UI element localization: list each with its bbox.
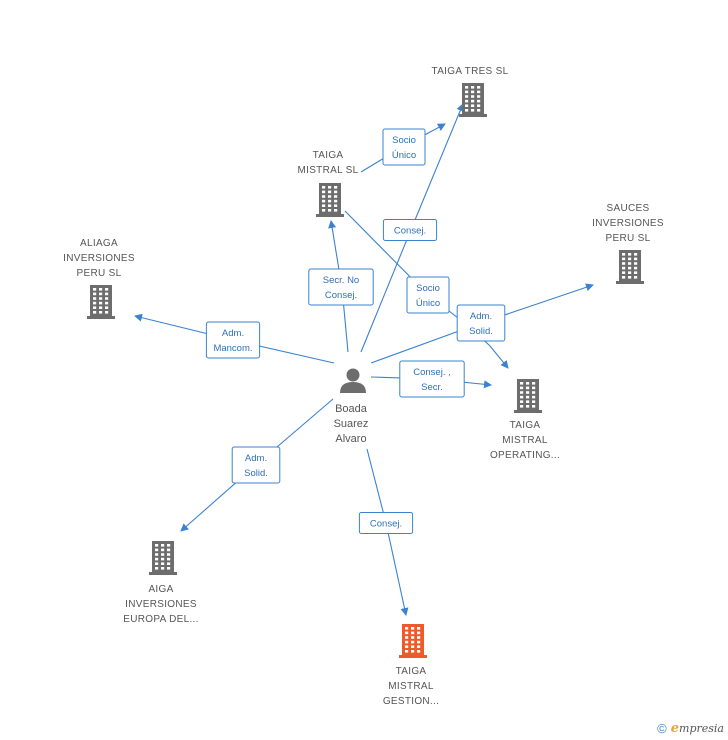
relation-text: Socio	[416, 283, 440, 294]
relation-box	[308, 268, 374, 306]
company-name-line: OPERATING...	[490, 450, 560, 461]
building-icon	[616, 250, 644, 284]
company-name-line: TAIGA	[313, 150, 344, 161]
relation-box	[231, 446, 281, 484]
company-name-line: ALIAGA	[80, 238, 118, 249]
relation-box	[205, 321, 261, 359]
relation-label-r_consej_secr_operating[interactable]: Consej. , Secr.	[399, 360, 465, 398]
building-icon	[87, 285, 115, 319]
company-name-line: MISTRAL	[388, 681, 434, 692]
relation-label-r_adm_solid_aiga[interactable]: Adm. Solid.	[231, 446, 281, 484]
relation-text: Único	[392, 150, 416, 161]
relation-text: Adm.	[470, 311, 492, 322]
building-icon	[399, 624, 427, 658]
relation-label-r_consej_gestion[interactable]: Consej.	[358, 512, 414, 534]
relation-text: Mancom.	[213, 343, 252, 354]
company-node-taiga_operating[interactable]: TAIGA MISTRAL OPERATING...	[490, 379, 560, 461]
company-node-aliaga[interactable]: ALIAGA INVERSIONES PERU SL	[63, 238, 135, 319]
nodes-layer: TAIGA TRES SL TAIGA MISTRAL SL SAUCES INVERS…	[63, 66, 664, 707]
relation-box	[358, 512, 414, 534]
relation-text: Consej.	[325, 290, 357, 301]
building-icon	[316, 183, 344, 217]
company-node-taiga_gestion[interactable]: TAIGA MISTRAL GESTION...	[383, 624, 439, 707]
relation-label-r_adm_solid_sauces[interactable]: Adm. Solid.	[456, 304, 506, 342]
relation-box	[456, 304, 506, 342]
company-name-line: MISTRAL SL	[298, 165, 359, 176]
company-name-line: MISTRAL	[502, 435, 548, 446]
relation-box	[382, 219, 438, 241]
company-name-line: AIGA	[148, 584, 173, 595]
relation-text: Consej. ,	[413, 367, 451, 378]
relation-text: Consej.	[394, 226, 426, 237]
brand-logo: empresia	[671, 721, 724, 736]
company-name-line: PERU SL	[606, 233, 651, 244]
company-node-sauces[interactable]: SAUCES INVERSIONES PERU SL	[592, 203, 664, 284]
relation-text: Único	[416, 298, 440, 309]
company-node-aiga_europa[interactable]: AIGA INVERSIONES EUROPA DEL...	[123, 541, 198, 625]
relation-text: Adm.	[222, 328, 244, 339]
copyright-icon: ©	[657, 721, 667, 736]
relation-text: Consej.	[370, 519, 402, 530]
edges-layer	[134, 103, 594, 616]
brand-initial: e	[670, 721, 680, 736]
relation-box	[382, 128, 426, 166]
company-node-taiga_tres[interactable]: TAIGA TRES SL	[432, 66, 509, 117]
company-name-line: TAIGA	[510, 420, 541, 431]
relation-box	[406, 276, 450, 314]
relation-text: Socio	[392, 135, 416, 146]
person-icon	[340, 368, 366, 393]
company-name-line: TAIGA TRES SL	[432, 66, 509, 77]
footer-brand[interactable]: © empresia	[657, 721, 724, 736]
person-name-line: Boada	[335, 403, 368, 415]
company-name-line: SAUCES	[607, 203, 650, 214]
company-name-line: GESTION...	[383, 696, 439, 707]
relation-text: Adm.	[245, 453, 267, 464]
relation-label-r_adm_mancom_aliaga[interactable]: Adm. Mancom.	[205, 321, 261, 359]
company-name-line: INVERSIONES	[592, 218, 664, 229]
person-name-line: Alvaro	[335, 433, 366, 445]
person-name-line: Suarez	[334, 418, 369, 430]
relation-label-r_consej_tres[interactable]: Consej.	[382, 219, 438, 241]
company-name-line: INVERSIONES	[125, 599, 197, 610]
relation-text: Solid.	[244, 468, 268, 479]
building-icon	[514, 379, 542, 413]
relation-text: Secr. No	[323, 275, 359, 286]
relation-box	[399, 360, 465, 398]
company-name-line: EUROPA DEL...	[123, 614, 198, 625]
brand-name: mpresia	[679, 722, 724, 735]
company-name-line: TAIGA	[396, 666, 427, 677]
company-name-line: INVERSIONES	[63, 253, 135, 264]
company-node-taiga_mistral_sl[interactable]: TAIGA MISTRAL SL	[298, 150, 359, 217]
relation-label-r_secr_mistral[interactable]: Secr. No Consej.	[308, 268, 374, 306]
relation-text: Solid.	[469, 326, 493, 337]
company-name-line: PERU SL	[77, 268, 122, 279]
building-icon	[149, 541, 177, 575]
relation-text: Secr.	[421, 382, 443, 393]
building-icon	[459, 83, 487, 117]
